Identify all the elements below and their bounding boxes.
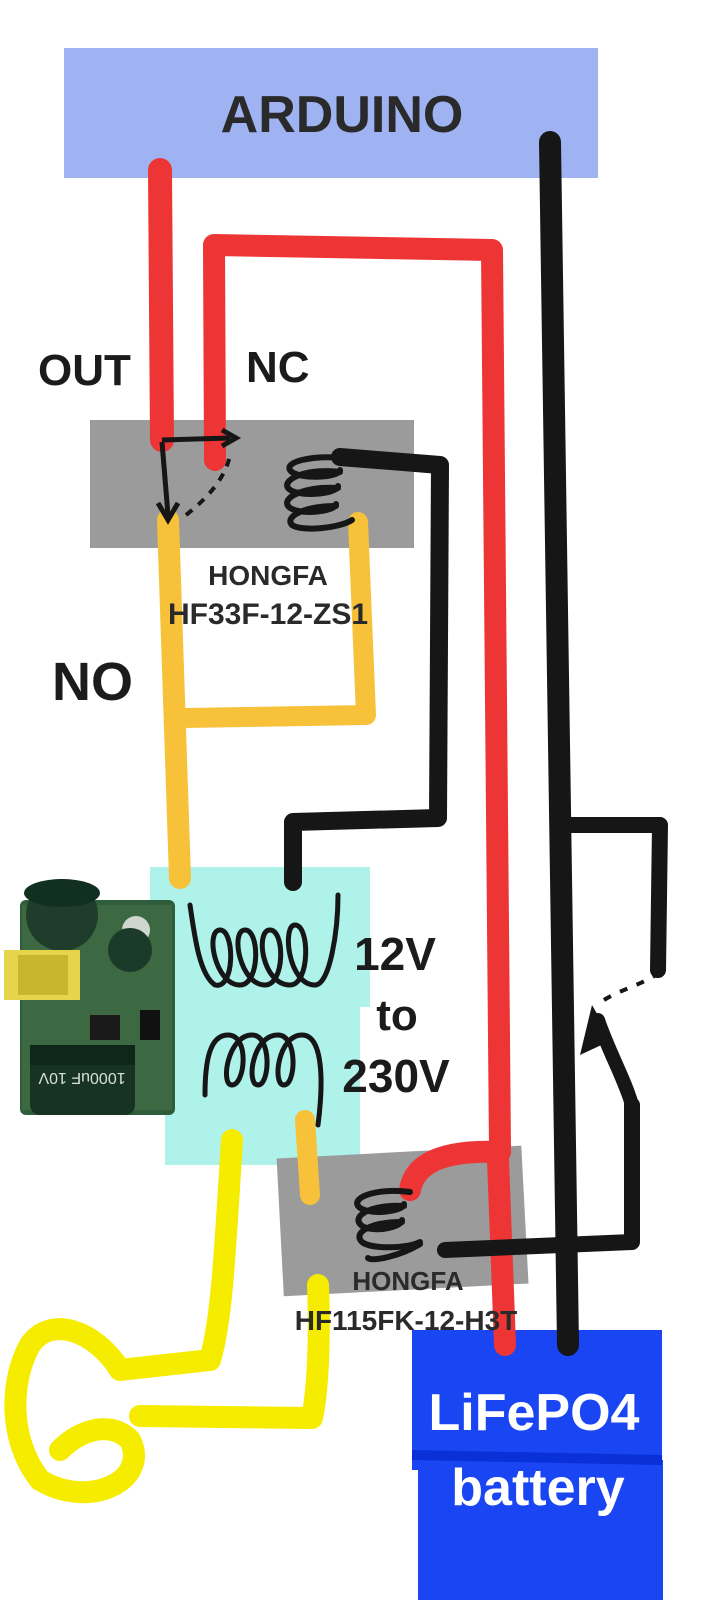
wire-orange-coil: [173, 512, 376, 728]
arduino-label: ARDUINO: [221, 86, 464, 144]
transformer-label-230v: 230V: [342, 1050, 450, 1102]
transformer-primary-coil-icon: [187, 892, 341, 988]
transformer-label-12v: 12V: [354, 928, 436, 980]
battery-label-line1: LiFePO4: [429, 1384, 640, 1442]
relay2-coil-icon: [354, 1188, 423, 1263]
arduino-block: [64, 48, 598, 178]
wire-black-coil1: [284, 448, 449, 891]
transformer-label-to: to: [376, 991, 418, 1040]
battery-label-line2: battery: [451, 1459, 624, 1517]
battery-block-bottom: [418, 1460, 663, 1600]
relay1-coil-icon: [284, 454, 355, 532]
battery-block-top: [412, 1330, 662, 1470]
transformer-secondary-coil-icon: [202, 1032, 324, 1128]
relay2-model: HF115FK-12-H3T: [295, 1305, 518, 1336]
relay1-switch: [155, 427, 242, 525]
wire-orange-no: [157, 509, 191, 889]
wire-red-relay2-coil: [399, 1140, 511, 1201]
wire-black-gnd: [539, 131, 579, 1356]
relay1-model: HF33F-12-ZS1: [168, 598, 368, 631]
relay1-brand: HONGFA: [208, 560, 328, 591]
nc-label: NC: [246, 343, 310, 392]
wire-yellow-right: [129, 1274, 330, 1429]
wire-orange-t-out: [295, 1110, 320, 1205]
wire-red-out: [148, 158, 174, 452]
wire-black-coil2: [437, 1097, 640, 1258]
wire-yellow-left: [4, 1129, 243, 1504]
svg-text:1000uF 10V: 1000uF 10V: [38, 1069, 126, 1086]
arrowhead-up-icon: [580, 1005, 612, 1055]
power-supply-board-icon: 1000uF 10V: [4, 879, 175, 1115]
battery-divider: [411, 1450, 663, 1465]
relay2-brand: HONGFA: [352, 1266, 463, 1296]
out-label: OUT: [38, 346, 131, 395]
wire-black-right-loop: [560, 817, 668, 978]
switch-arc-dashed: [602, 973, 658, 1002]
no-label: NO: [52, 652, 133, 712]
